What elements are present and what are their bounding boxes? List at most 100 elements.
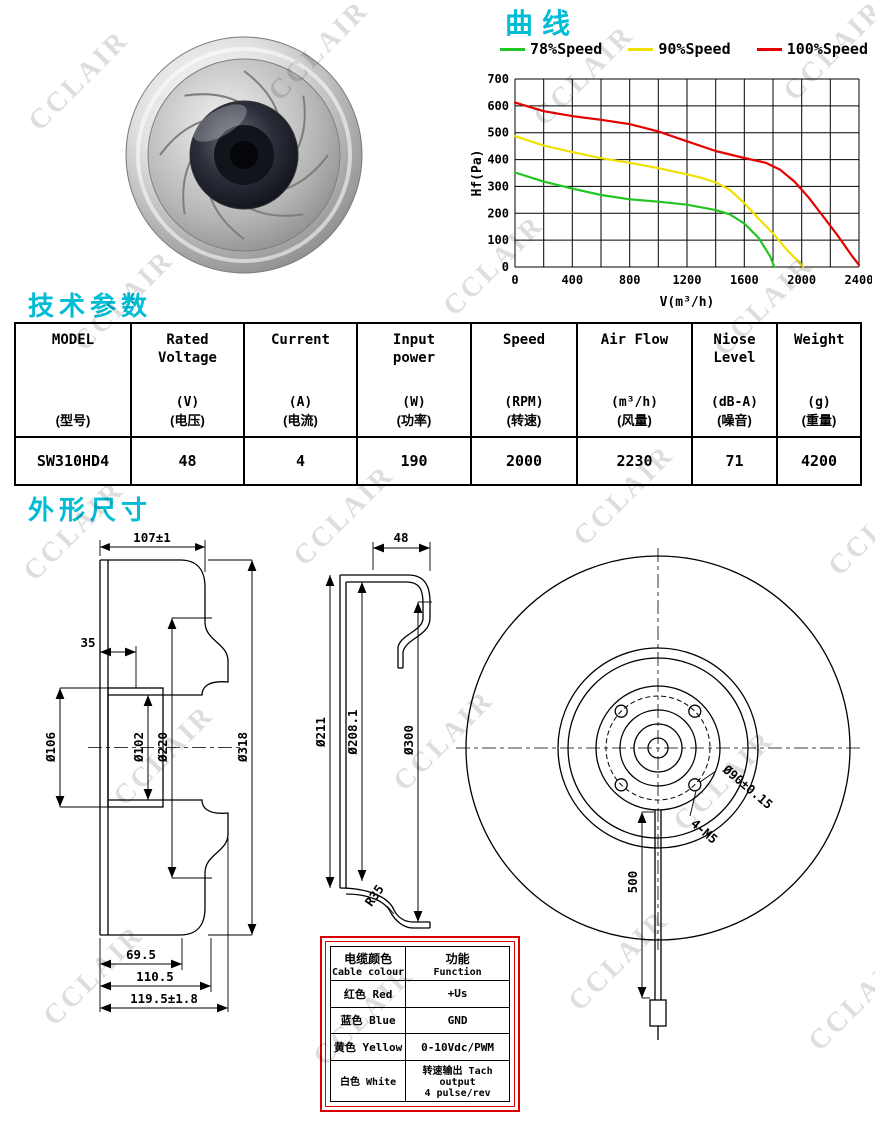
hub-cap <box>230 141 258 169</box>
y-tick-label: 300 <box>487 179 509 193</box>
chart-legend: 78%Speed 90%Speed 100%Speed <box>500 40 868 58</box>
dim-cable-length-label: 500 <box>625 871 640 894</box>
y-tick-label: 200 <box>487 206 509 220</box>
cable-colour-value: 蓝色 Blue <box>329 1006 407 1035</box>
cable-colour-value: 白色 White <box>329 1059 407 1103</box>
dimensions-section-title: 外形尺寸 <box>28 495 153 525</box>
curve-90%Speed <box>513 135 805 269</box>
legend-swatch-100 <box>756 47 782 51</box>
y-tick-label: 400 <box>487 153 509 167</box>
spec-column-header: MODEL(型号) <box>14 322 132 438</box>
x-tick-label: 800 <box>619 273 641 287</box>
legend-swatch-78 <box>500 47 525 51</box>
spec-column-header: Input power(W)(功率) <box>356 322 472 438</box>
legend-swatch-90 <box>628 47 654 51</box>
spec-value: SW310HD4 <box>14 436 132 486</box>
x-tick-label: 400 <box>561 273 583 287</box>
cable-function-value: +Us <box>405 980 510 1008</box>
x-tick-label: 1600 <box>730 273 759 287</box>
y-tick-label: 100 <box>487 233 509 247</box>
spec-header-row: MODEL(型号)Rated Voltage(V)(电压)Current(A)(… <box>14 322 862 438</box>
spec-value: 71 <box>691 436 778 486</box>
hub-outline <box>595 685 721 811</box>
cable-function-value: 0-10Vdc/PWM <box>405 1033 510 1061</box>
y-tick-label: 500 <box>487 126 509 140</box>
spec-column-header: Current(A)(电流) <box>243 322 358 438</box>
dim-flange-depth-label: 48 <box>393 530 408 545</box>
spec-value: 2230 <box>576 436 693 486</box>
fan-product-photo <box>125 36 363 274</box>
rim-highlight <box>136 47 352 263</box>
technical-parameters-table: MODEL(型号)Rated Voltage(V)(电压)Current(A)(… <box>14 322 862 486</box>
spec-value: 190 <box>356 436 472 486</box>
spec-column-header: Weight(g)(重量) <box>776 322 862 438</box>
function-header-cn: 功能 <box>445 951 470 966</box>
dim-b2-label: 110.5 <box>136 969 174 984</box>
cable-function-value: 转速输出 Tach output 4 pulse/rev <box>405 1059 510 1103</box>
y-tick-label: 0 <box>502 260 509 274</box>
x-tick-label: 0 <box>511 273 518 287</box>
legend-item-100: 100%Speed <box>756 40 868 58</box>
dim-d1-label: Ø211 <box>313 717 328 748</box>
watermark-text: CCLAIR <box>22 24 136 138</box>
dim-outer-dia-label: Ø318 <box>235 732 250 763</box>
y-axis-label: Hf(Pa) <box>470 150 485 197</box>
x-tick-label: 1200 <box>673 273 702 287</box>
dim-depth-label: 107±1 <box>133 530 171 545</box>
spec-value: 4 <box>243 436 358 486</box>
dim-radius-label: R35 <box>362 882 387 909</box>
curve-100%Speed <box>513 101 861 266</box>
x-axis-label: V(m³/h) <box>660 295 715 310</box>
spec-value: 2000 <box>470 436 578 486</box>
performance-chart-svg: Hf(Pa) V(m³/h) 0 100 200 300 400 500 600 700 0 40… <box>470 72 873 310</box>
legend-item-90: 90%Speed <box>628 40 731 58</box>
cable-colour-value: 黄色 Yellow <box>329 1033 407 1061</box>
photo-highlight <box>193 104 247 142</box>
curves-section-title: 曲线 <box>505 8 580 39</box>
spec-column-header: Rated Voltage(V)(电压) <box>130 322 245 438</box>
y-tick-label: 600 <box>487 99 509 113</box>
dim-d2-label: Ø208.1 <box>345 709 360 755</box>
legend-label: 100%Speed <box>786 40 868 58</box>
spec-column-header: Niose Level(dB-A)(噪音) <box>691 322 778 438</box>
bolt-hole <box>688 704 702 718</box>
inlet-ring-drawing: R35 48 Ø211 Ø208.1 Ø300 <box>313 530 432 929</box>
dim-step-label: 35 <box>80 635 95 650</box>
legend-item-78: 78%Speed <box>500 40 602 58</box>
cable-function-value: GND <box>405 1006 510 1035</box>
specs-section-title: 技术参数 <box>28 291 153 321</box>
outline-dimension-drawings: 107±1 35 Ø106 Ø102 Ø220 Ø318 <box>43 530 860 1040</box>
curve-78%Speed <box>513 171 776 269</box>
impeller-outline <box>465 555 851 941</box>
cable-connector <box>649 999 667 1027</box>
dim-b3-label: 119.5±1.8 <box>130 991 198 1006</box>
spec-value: 4200 <box>776 436 862 486</box>
bolt-hole <box>614 778 628 792</box>
y-tick-label: 700 <box>487 72 509 86</box>
function-header-en: Function <box>433 966 482 978</box>
spec-column-header: Speed(RPM)(转速) <box>470 322 578 438</box>
dim-inner-dia-label: Ø102 <box>131 732 146 763</box>
dim-inlet-dia-label: Ø220 <box>155 732 170 763</box>
x-tick-label: 2400 <box>845 273 872 287</box>
legend-label: 90%Speed <box>658 40 731 58</box>
legend-label: 78%Speed <box>530 40 603 58</box>
performance-chart: Hf(Pa) V(m³/h) 0 100 200 300 400 500 600 700 0 40… <box>470 66 873 312</box>
spec-column-header: Air Flow(m³/h)(风量) <box>576 322 693 438</box>
dim-b1-label: 69.5 <box>126 947 156 962</box>
cable-row: 红色 Red+Us <box>329 980 510 1008</box>
bolt-hole <box>688 778 702 792</box>
cable-colour-header-en: Cable colour <box>331 966 405 978</box>
cable-colour-header-cn: 电缆颜色 <box>344 951 393 966</box>
function-header: 功能 Function <box>405 946 510 981</box>
bolt-hole <box>614 704 628 718</box>
dim-boss-dia-label: Ø106 <box>43 732 58 763</box>
cable-colour-header: 电缆颜色 Cable colour <box>329 946 407 981</box>
